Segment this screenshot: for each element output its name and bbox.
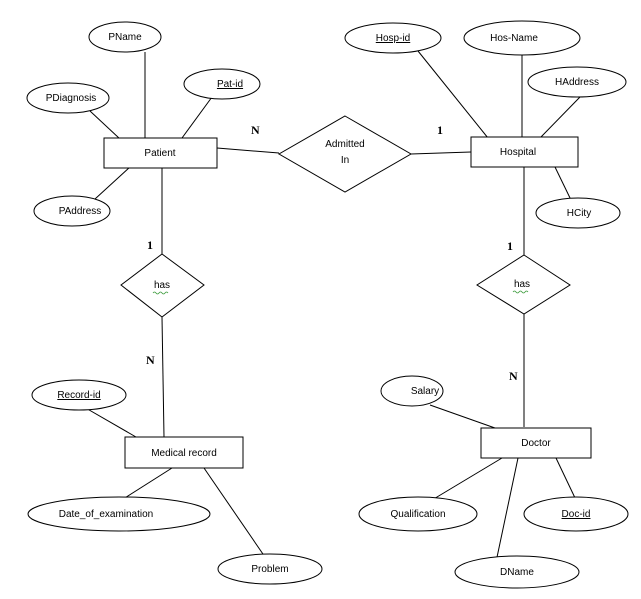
svg-text:Admitted: Admitted [325,139,364,150]
attribute-pname: PName [88,21,162,53]
svg-text:Hospital: Hospital [500,147,536,158]
relationship-admitted-in: Admitted In [277,115,413,193]
line-hosp-id [417,50,489,139]
entity-medical-record: Medical record [124,436,244,469]
attribute-haddress: HAddress [527,66,627,98]
attribute-salary: Salary [380,375,444,407]
attribute-hosp-id: Hosp-id [344,22,442,54]
attribute-doc-id: Doc-id [523,496,629,532]
svg-text:has: has [154,280,170,291]
line-dname [495,457,519,563]
relationship-hospital-has: has [476,254,571,315]
svg-text:Date_of_examination: Date_of_examination [59,509,154,520]
attribute-hos-name: Hos-Name [463,20,581,56]
svg-text:PDiagnosis: PDiagnosis [46,93,97,104]
cardinality-hospital-admitted: 1 [437,123,443,137]
line-problem [203,467,266,558]
svg-text:has: has [514,279,530,290]
attribute-record-id: Record-id [31,379,127,411]
attribute-pdiagnosis: PDiagnosis [26,82,110,114]
attribute-hcity: HCity [535,197,621,229]
attribute-pat-id: Pat-id [183,68,261,100]
svg-text:Salary: Salary [411,386,439,397]
svg-text:Medical record: Medical record [151,448,217,459]
line-qualification [431,457,503,501]
line-date-exam [119,467,173,502]
svg-text:Problem: Problem [251,564,288,575]
svg-text:HCity: HCity [567,208,591,219]
line-pat-id [181,96,213,139]
connectors [83,50,581,563]
svg-text:PName: PName [108,32,142,43]
line-paddress [94,166,131,200]
line-salary [429,404,496,429]
line-patient-admitted [216,147,280,154]
line-admitted-hospital [410,151,472,155]
attribute-qualification: Qualification [358,496,478,532]
line-has-record [161,316,165,438]
line-doc-id [555,457,577,501]
line-hcity [554,166,572,201]
svg-text:Doc-id: Doc-id [562,509,591,520]
attribute-paddress: PAddress [33,195,111,227]
svg-text:Hos-Name: Hos-Name [490,33,538,44]
attribute-date-of-examination: Date_of_examination [27,496,211,532]
cardinality-patient-admitted: N [251,123,260,137]
cardinality-record-has: N [146,353,155,367]
relationship-patient-has: has [120,253,205,318]
line-record-id [83,406,137,438]
entity-hospital: Hospital [470,136,579,168]
attribute-problem: Problem [217,553,323,585]
cardinality-doctor-has: N [509,369,518,383]
line-pdiagnosis [89,110,121,140]
cardinality-patient-has: 1 [147,238,153,252]
svg-text:In: In [341,155,349,166]
line-haddress [539,96,581,139]
svg-text:HAddress: HAddress [555,77,599,88]
svg-text:Qualification: Qualification [390,509,445,520]
svg-text:Pat-id: Pat-id [217,79,243,90]
svg-text:Record-id: Record-id [57,390,100,401]
svg-text:PAddress: PAddress [59,206,102,217]
entity-doctor: Doctor [480,427,592,459]
cardinality-hospital-has: 1 [507,239,513,253]
svg-text:Patient: Patient [144,148,175,159]
entity-patient: Patient [103,137,218,169]
attribute-dname: DName [454,555,580,589]
svg-text:Doctor: Doctor [521,438,551,449]
svg-text:Hosp-id: Hosp-id [376,33,410,44]
svg-text:DName: DName [500,567,534,578]
